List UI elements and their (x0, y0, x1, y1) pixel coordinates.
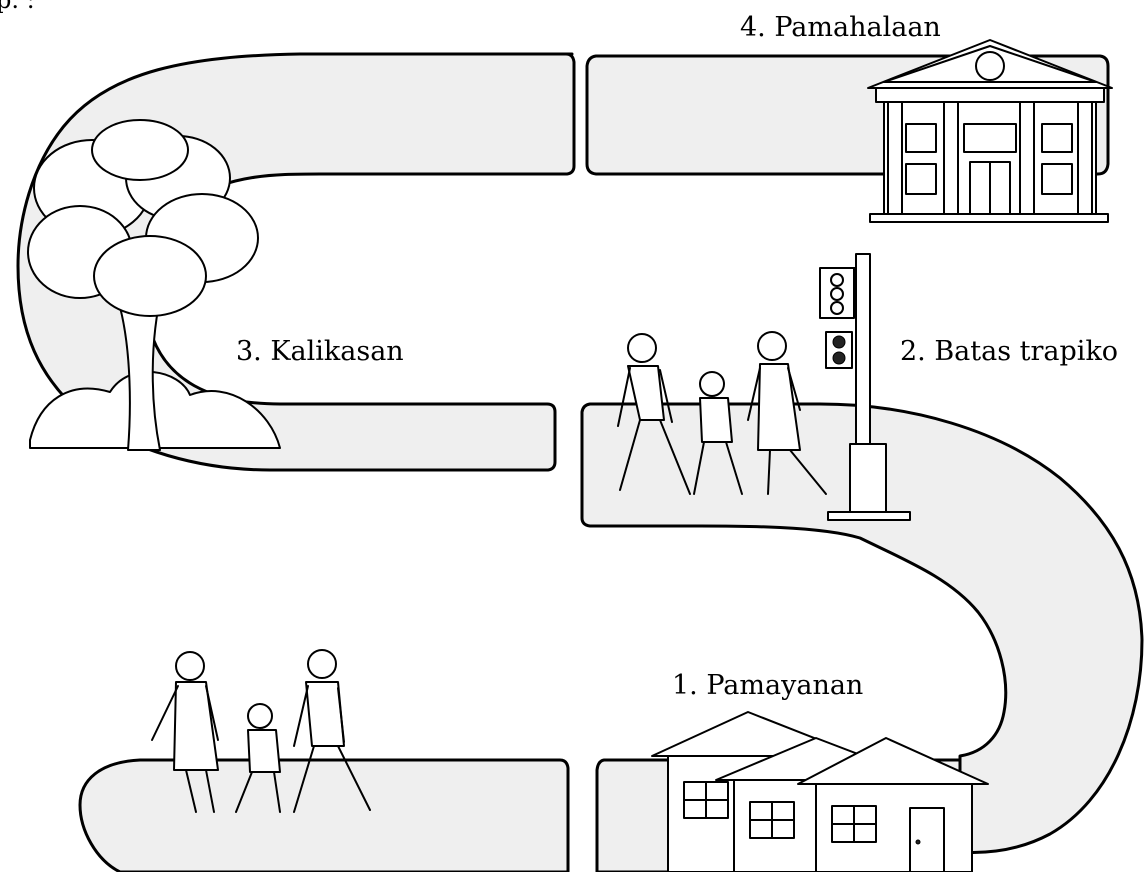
family-walking-lower-icon (151, 649, 371, 813)
label-stop-1: 1. Pamayanan (672, 670, 864, 701)
houses-icon (651, 711, 989, 872)
label-stop-2: 2. Batas trapiko (900, 336, 1119, 367)
label-stop-3: 3. Kalikasan (236, 336, 404, 367)
road-segment-middle-right-curve (580, 402, 1144, 854)
road-segment-bottom-left (78, 758, 570, 872)
government-building-icon (867, 39, 1113, 223)
header-fragment: p. : (0, 0, 35, 14)
family-walking-upper-icon (617, 331, 827, 495)
label-stop-4: 4. Pamahalaan (740, 12, 941, 43)
traffic-light-icon (819, 253, 911, 521)
tree-icon (27, 119, 281, 451)
